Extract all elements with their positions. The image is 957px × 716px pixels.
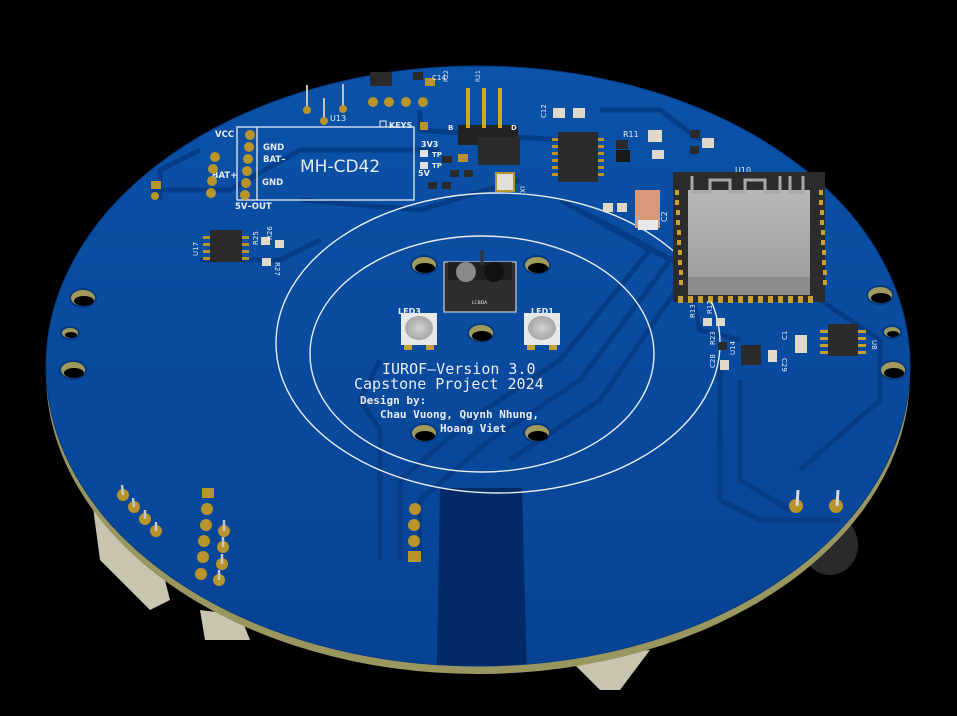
label-u8: U8	[870, 340, 878, 350]
label-c1: C1	[781, 331, 789, 340]
pin-label-bat-minus: BAT–	[263, 155, 285, 165]
title-block: IUROF–Version 3.0 Capstone Project 2024 …	[354, 360, 544, 435]
label-u13: U13	[330, 114, 346, 123]
r26-resistor[interactable]	[275, 240, 284, 248]
test-point-5v[interactable]	[420, 162, 428, 169]
c2-cap-b[interactable]	[617, 203, 627, 212]
label-led3: LED3	[398, 307, 421, 316]
pin-label-5v-out: 5V–OUT	[235, 202, 272, 212]
ir-sensor[interactable]: LCBDA	[443, 250, 517, 313]
test-point-3v3[interactable]	[420, 150, 428, 157]
led3[interactable]: LED3	[398, 307, 437, 350]
label-u10: U10	[735, 166, 751, 175]
label-c29: C29	[780, 358, 788, 372]
c1-cap[interactable]	[795, 335, 807, 353]
label-keys: KEYS	[389, 121, 412, 130]
r11-resistor[interactable]	[616, 140, 628, 149]
title-version: IUROF–Version 3.0	[382, 360, 536, 378]
mounting-holes	[59, 255, 907, 443]
label-5v: 5V	[418, 169, 431, 178]
pin-label-gnd-2: GND	[262, 178, 283, 188]
ic-soic-16[interactable]	[552, 132, 604, 182]
label-r11: R11	[623, 130, 639, 139]
smd-cluster-right[interactable]	[648, 130, 714, 159]
r13-resistor[interactable]	[703, 318, 712, 326]
smd-cluster-center[interactable]	[428, 154, 473, 189]
label-r26: R26	[266, 226, 274, 240]
esp32-module-u10[interactable]: U10	[673, 166, 827, 303]
label-u17: U17	[192, 242, 200, 256]
label-r25: R25	[252, 231, 260, 245]
keys-marker	[379, 120, 387, 128]
power-resistor-cap	[638, 220, 658, 230]
ic-u17[interactable]: U17	[192, 230, 249, 262]
pin-label-vcc: VCC	[215, 130, 234, 140]
r23-resistor[interactable]	[718, 342, 727, 350]
title-project: Capstone Project 2024	[354, 375, 544, 393]
title-authors: Chau Vuong, Quynh Nhung,	[380, 408, 539, 421]
label-header-d: D	[511, 124, 517, 132]
c12-cap[interactable]	[553, 108, 565, 118]
label-r12: R12	[706, 300, 714, 314]
label-c12: C12	[540, 104, 548, 118]
label-tp1: TP	[432, 151, 442, 159]
c2-cap-a[interactable]	[603, 203, 613, 212]
header-right-bottom[interactable]	[789, 489, 843, 513]
transistor-q[interactable]	[616, 150, 630, 162]
label-r13: R13	[689, 304, 697, 318]
label-led1: LED1	[531, 307, 554, 316]
battery-header[interactable]	[151, 152, 220, 200]
label-tp2: TP	[432, 162, 442, 170]
r12-resistor[interactable]	[716, 318, 725, 326]
label-c14: C14	[432, 74, 446, 82]
title-design-by: Design by:	[360, 394, 426, 407]
label-c2: C2	[660, 211, 669, 222]
cap-2[interactable]	[573, 108, 585, 118]
u13-pins[interactable]: U13	[303, 84, 428, 125]
c14-cap[interactable]	[425, 78, 435, 86]
module-name: MH-CD42	[300, 157, 380, 177]
label-3v3: 3V3	[421, 140, 438, 149]
c29-cap[interactable]	[768, 350, 777, 362]
r27-resistor[interactable]	[262, 258, 271, 266]
keys-pad[interactable]	[420, 122, 428, 130]
c28-cap[interactable]	[720, 360, 729, 370]
pin-label-gnd: GND	[263, 143, 284, 153]
ic-u8[interactable]: U8	[820, 324, 878, 356]
ic-tssop[interactable]	[478, 137, 520, 165]
label-r23: R23	[709, 331, 717, 345]
label-r27: R27	[273, 262, 281, 276]
label-r21: R21	[475, 70, 482, 82]
title-author-2: Hoang Viet	[440, 422, 506, 435]
label-r22: R22	[443, 70, 450, 82]
header-left-bottom[interactable]	[117, 484, 421, 586]
sensor-ix[interactable]	[495, 172, 515, 192]
component-l1[interactable]	[413, 72, 423, 80]
label-header-b: B	[448, 124, 453, 132]
label-c28: C28	[709, 354, 717, 368]
diode[interactable]	[370, 72, 392, 86]
pin-label-bat-plus: BAT+	[212, 171, 237, 181]
label-u14: U14	[729, 340, 737, 355]
label-ix: IX	[518, 186, 526, 193]
label-sensor: LCBDA	[472, 300, 488, 306]
copper-pour-strip	[436, 488, 528, 666]
r25-resistor[interactable]	[261, 237, 270, 245]
led1[interactable]: LED1	[524, 307, 560, 350]
ic-u14[interactable]	[741, 345, 761, 365]
mh-cd42-module[interactable]: MH-CD42 VCC GND BAT– BAT+ GND 5V–OUT	[212, 126, 415, 212]
